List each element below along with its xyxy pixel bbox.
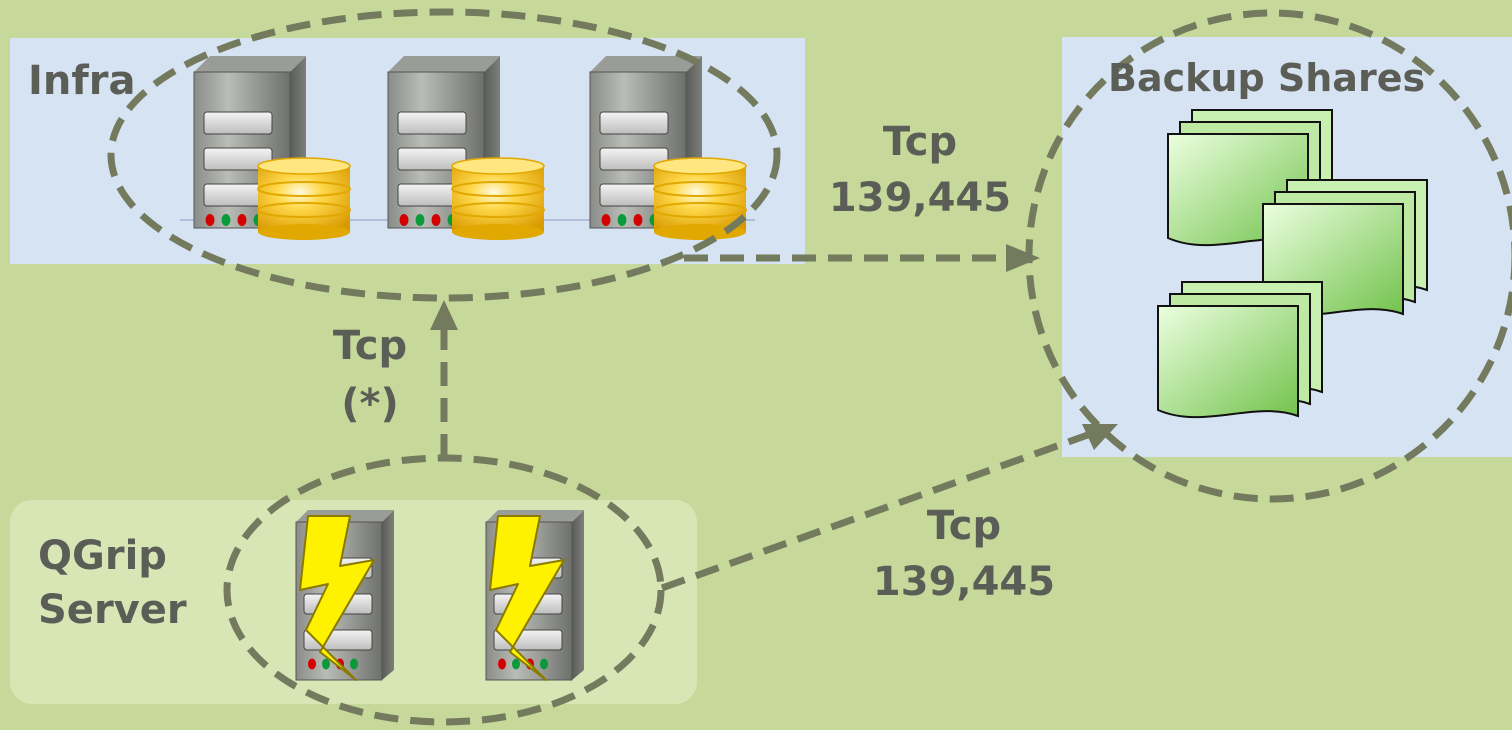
qgrip-backup-ports: 139,445 <box>872 559 1056 605</box>
infra-backup-ports: 139,445 <box>828 175 1012 221</box>
infra-label: Infra <box>28 58 136 104</box>
arrowhead-infra-icon <box>430 300 458 330</box>
infra-group-outline <box>107 8 781 302</box>
backup-shares-label: Backup Shares <box>1108 56 1426 100</box>
arrowhead-backup-top-icon <box>1006 244 1040 272</box>
infra-backup-protocol: Tcp <box>882 119 958 165</box>
share-stack-3-icon <box>1157 281 1323 419</box>
arrowhead-backup-bottom-icon <box>1082 424 1118 450</box>
qgrip-infra-ports: (*) <box>341 381 399 427</box>
qgrip-label-line1: QGrip <box>38 533 167 579</box>
connector-qgrip-to-backup <box>660 428 1098 592</box>
qgrip-backup-protocol: Tcp <box>926 503 1002 549</box>
qgrip-server-2-icon <box>485 509 585 681</box>
qgrip-infra-protocol: Tcp <box>332 323 408 369</box>
qgrip-label-line2: Server <box>38 587 187 633</box>
qgrip-server-1-icon <box>295 509 395 681</box>
